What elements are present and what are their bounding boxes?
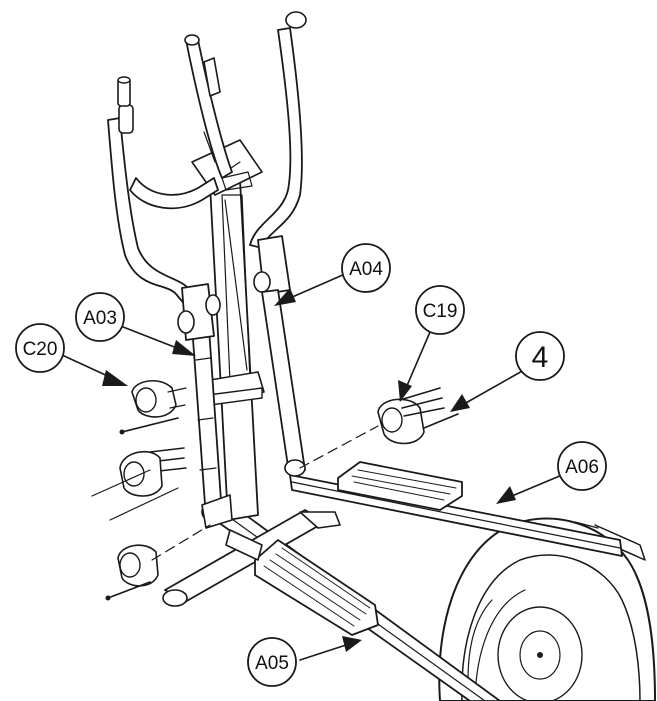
callout-a06: A06 (557, 441, 607, 491)
c20-cover-bottom (105, 524, 211, 601)
callout-a05-label: A05 (255, 653, 289, 674)
callout-a05: A05 (247, 637, 297, 687)
callout-a04-label: A04 (349, 259, 383, 280)
callout-leaders (61, 273, 563, 661)
callout-a06-label: A06 (565, 457, 599, 478)
bushing-housing-left (91, 450, 179, 521)
right-pedal-a06 (337, 461, 463, 511)
callout-a03: A03 (75, 292, 125, 342)
left-handlebar-a03 (107, 76, 223, 519)
flywheel-housing (438, 517, 656, 701)
callout-step4: 4 (515, 331, 565, 381)
c19-cover (299, 387, 459, 469)
front-stabilizer (162, 509, 341, 607)
callout-c20-label: C20 (23, 339, 58, 360)
callout-step4-label: 4 (532, 341, 549, 374)
lower-pivot (201, 494, 233, 529)
left-pedal-a05 (225, 529, 379, 636)
c20-cover-top (131, 380, 187, 418)
callout-c19: C19 (415, 285, 465, 335)
callout-a04: A04 (341, 243, 391, 293)
callout-c20: C20 (15, 323, 65, 373)
callout-a03-label: A03 (83, 308, 117, 329)
callout-c19-label: C19 (423, 301, 458, 322)
